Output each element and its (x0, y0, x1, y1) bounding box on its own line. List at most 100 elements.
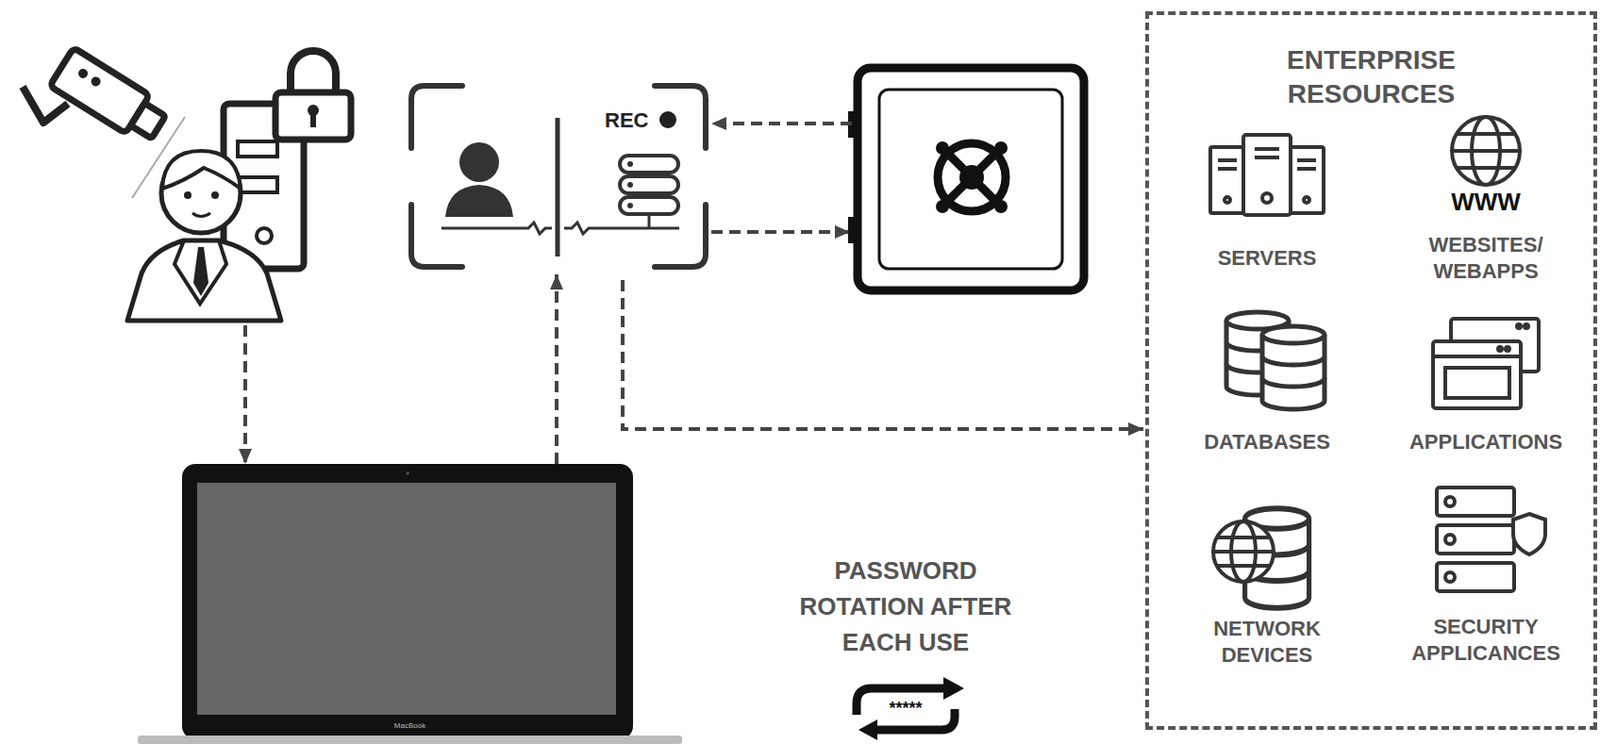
globe-icon-part (1451, 133, 1520, 168)
user-icon-part (192, 213, 211, 217)
security-appliances-icon-part (1445, 534, 1455, 545)
applications-icon (1433, 318, 1539, 409)
vault-icon-part (959, 165, 984, 190)
rotation-arrows-icon-part (858, 719, 878, 741)
locked-server-icon-part (237, 141, 278, 157)
applications-icon-part (1516, 324, 1521, 329)
laptop-icon-part (137, 735, 683, 744)
user-icon (127, 150, 282, 321)
user-icon-part (211, 191, 219, 200)
bracket-outline-path (411, 85, 706, 267)
resource-item: WWW WEBSITES/ WEBAPPS (1382, 115, 1590, 285)
security-appliances-icon-part (1445, 497, 1455, 507)
node-label: MacBook (394, 721, 426, 732)
camera-icon (22, 48, 185, 199)
dashed-connector (622, 280, 1144, 430)
security-appliances-icon-part (1436, 563, 1515, 592)
resource-item: SERVERS (1172, 132, 1362, 272)
servers-icon-part (1243, 134, 1291, 216)
locked-server-icon-part (310, 110, 317, 128)
network-devices-icon-part (1213, 521, 1274, 583)
vault-icon-part (879, 89, 1063, 269)
laptop: MacBook (137, 464, 683, 744)
vault-icon-part (937, 143, 1006, 212)
session-recorder-art-part (627, 182, 634, 188)
vault-icon-part (945, 150, 999, 204)
databases-icon (1226, 312, 1325, 410)
security-appliances-icon-part (1436, 525, 1515, 554)
applications-icon-part (1524, 324, 1529, 329)
session-recorder-art-part (459, 142, 500, 183)
node-label: DATABASES (1203, 429, 1331, 456)
dashed-connector (554, 274, 559, 465)
servers-icon-part (1262, 193, 1272, 203)
servers-icon (1210, 134, 1324, 216)
locked-server-icon-part (275, 92, 351, 140)
resource-item: SECURITY APPLICANCES (1382, 483, 1590, 667)
camera-icon-part-part (76, 66, 90, 81)
dashed-connector (711, 230, 850, 234)
user-icon-part (127, 240, 282, 321)
session-recorder-art-part (659, 111, 677, 129)
vault-icon-part (935, 200, 950, 214)
session-recorder-art-part (441, 222, 552, 234)
camera-icon-part-part (131, 102, 167, 139)
vault-icon-part (994, 200, 1008, 214)
vault-icon-part (857, 67, 1084, 291)
camera-icon-part-part (89, 75, 103, 89)
servers-icon-part (1217, 149, 1317, 169)
resource-item: APPLICATIONS (1382, 311, 1590, 456)
dashed-connector (711, 121, 852, 126)
globe-icon-part (1451, 116, 1520, 185)
resource-item: NETWORK DEVICES (1172, 481, 1362, 669)
user-icon-part (183, 191, 192, 200)
session-recorder-art-part (619, 176, 679, 194)
locked-server-icon-part (237, 177, 278, 193)
user-icon-part (162, 150, 241, 189)
laptop-icon (137, 464, 683, 744)
dashed-connector (243, 325, 248, 465)
group-title: ENTERPRISE RESOURCES (1258, 43, 1485, 112)
bracket-outline (407, 82, 710, 271)
laptop-icon-part (405, 471, 410, 476)
security-appliances-icon-part (1445, 572, 1455, 583)
network-devices-icon (1213, 508, 1310, 609)
resource-item: DATABASES (1172, 306, 1362, 456)
session-recorder: REC (407, 82, 710, 271)
laptop-icon-part (182, 464, 634, 740)
node-label: APPLICATIONS (1409, 429, 1563, 456)
session-recorder-art-part (619, 197, 679, 215)
applications-icon-part (1433, 356, 1521, 399)
icon-text: WWW (1450, 188, 1521, 216)
security-appliances-icon-part (1436, 487, 1515, 517)
password-vault (853, 64, 1088, 295)
user-icon-part (174, 240, 227, 304)
laptop-icon-part (197, 483, 617, 716)
session-recorder-art-part (627, 161, 634, 167)
session-recorder-art-part (619, 155, 679, 173)
node-label: WEBSITES/ WEBAPPS (1396, 232, 1576, 285)
locked-server-icon (223, 50, 351, 269)
applications-icon-part (1498, 347, 1502, 351)
masked-password-box: ***** (869, 699, 942, 718)
node-label: SERVERS (1217, 245, 1317, 272)
user-group (14, 37, 354, 326)
session-recorder-art (441, 111, 680, 257)
applications-icon-part (1505, 347, 1510, 351)
rotation-arrows-icon-part (943, 677, 965, 700)
node-label: SECURITY APPLICANCES (1391, 614, 1581, 667)
session-recorder-art-part (564, 222, 680, 234)
session-recorder-art-part (555, 117, 561, 257)
servers-icon-part (1303, 197, 1310, 203)
note-text-box: PASSWORD ROTATION AFTER EACH USE (768, 552, 1043, 661)
session-recorder-art-part (445, 184, 514, 217)
locked-server-icon-part (256, 228, 272, 244)
vault-icon (848, 67, 1084, 291)
locked-server-icon-part (290, 50, 336, 95)
security-appliances-icon (1436, 487, 1546, 592)
security-appliances-icon-part (1513, 514, 1546, 555)
node-label: NETWORK DEVICES (1196, 616, 1338, 669)
